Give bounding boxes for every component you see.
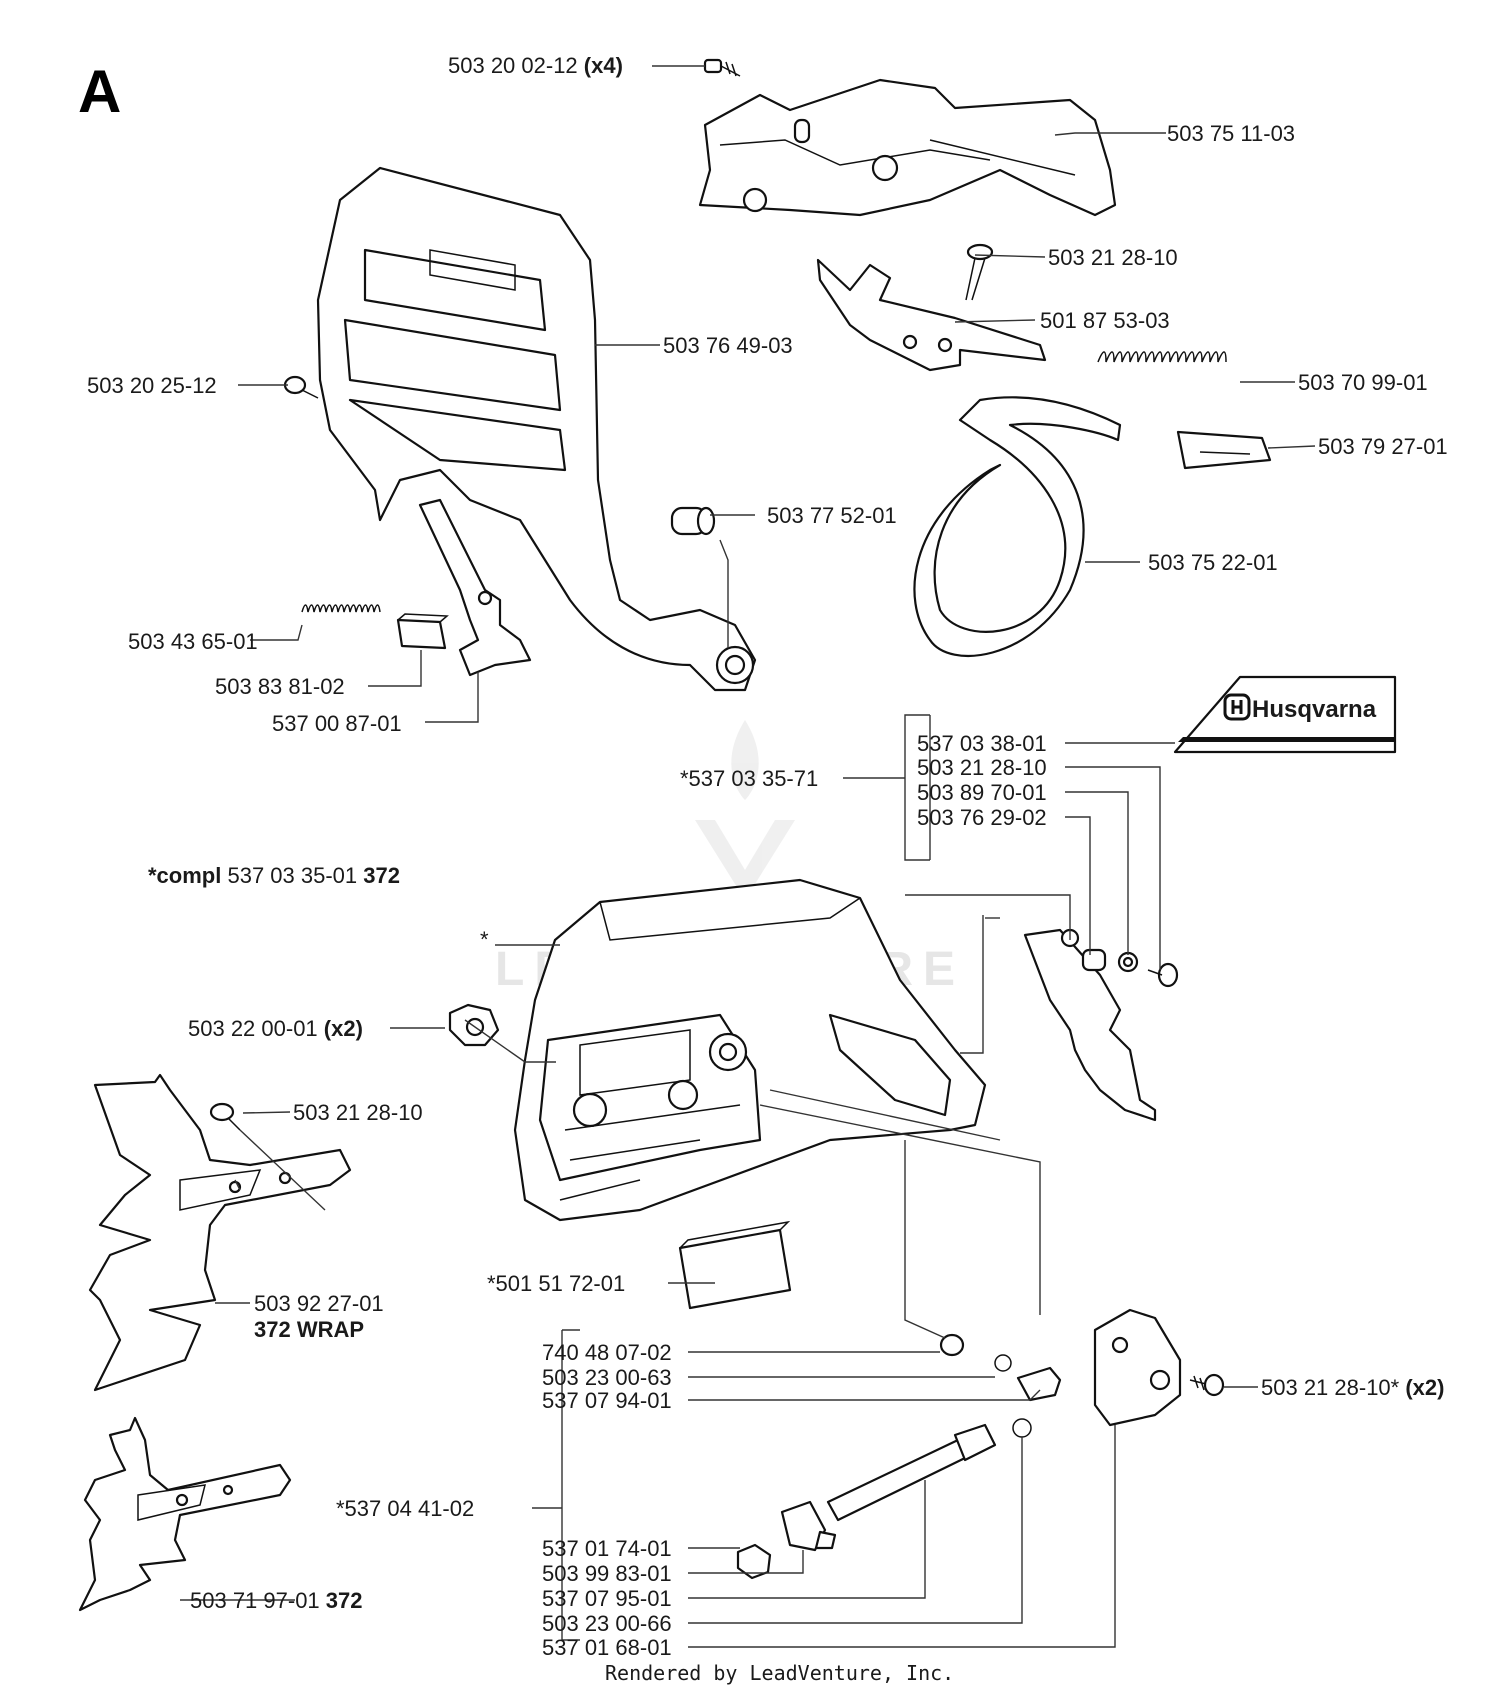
callout-537-03-35-71: *537 03 35-71 xyxy=(680,766,818,791)
callout-compl-537-03-35-01: *compl 537 03 35-01 372 xyxy=(148,863,400,888)
brake-band-503-75-22-01[interactable] xyxy=(913,396,1122,658)
callout-503-22-00-01: 503 22 00-01 (x2) xyxy=(188,1016,363,1041)
callout-503-75-22-01: 503 75 22-01 xyxy=(1148,550,1278,575)
screw-503-21-28-10-top[interactable] xyxy=(965,243,994,301)
spring-503-43-65-01[interactable] xyxy=(301,604,381,613)
callout-503-79-27-01: 503 79 27-01 xyxy=(1318,434,1448,459)
callout-503-89-70-01: 503 89 70-01 xyxy=(917,780,1047,805)
callout-503-21-28-10-star: 503 21 28-10* (x2) xyxy=(1261,1375,1444,1400)
callout-503-20-25-12: 503 20 25-12 xyxy=(87,373,217,398)
callout-503-70-99-01: 503 70 99-01 xyxy=(1298,370,1428,395)
clutch-cover-537-03-35-71[interactable] xyxy=(513,878,987,1222)
callout-503-83-81-02: 503 83 81-02 xyxy=(215,674,345,699)
callout-503-21-28-10-b: 503 21 28-10 xyxy=(917,755,1047,780)
tensioner-plate-537-01-68-01[interactable] xyxy=(1093,1308,1182,1427)
callout-503-76-29-02: 503 76 29-02 xyxy=(917,805,1047,830)
block-503-83-81-02[interactable] xyxy=(396,613,449,650)
callout-503-43-65-01: 503 43 65-01 xyxy=(128,629,258,654)
section-letter: A xyxy=(78,58,121,125)
washer-740-48-07-02[interactable] xyxy=(939,1333,965,1357)
bumper-spike-503-71-97-01[interactable] xyxy=(78,1416,292,1612)
plate-503-79-27-01[interactable] xyxy=(1176,430,1272,470)
callout-503-99-83-01: 503 99 83-01 xyxy=(542,1561,672,1586)
callout-537-03-38-01: 537 03 38-01 xyxy=(917,731,1047,756)
gear-537-07-94-01[interactable] xyxy=(1016,1366,1062,1402)
callout-503-75-11-03: 503 75 11-03 xyxy=(1167,121,1295,146)
nut-537-01-74-01[interactable] xyxy=(736,1543,772,1580)
callout-537-01-74-01: 537 01 74-01 xyxy=(542,1536,672,1561)
callout-740-48-07-02: 740 48 07-02 xyxy=(542,1340,672,1365)
nut-503-22-00-01[interactable] xyxy=(448,1003,500,1047)
screw-503-20-02-12[interactable] xyxy=(703,58,741,77)
spring-503-70-99-01[interactable] xyxy=(1097,351,1227,363)
screw-537-07-95-01[interactable] xyxy=(826,1423,997,1522)
ring-503-23-00-66[interactable] xyxy=(1012,1418,1032,1438)
callout-372-wrap: 372 WRAP xyxy=(254,1317,364,1342)
lever-537-00-87-01[interactable] xyxy=(418,498,532,677)
callout-503-76-49-03: 503 76 49-03 xyxy=(663,333,793,358)
husqvarna-decal-537-03-38-01[interactable]: Husqvarna xyxy=(1173,675,1397,754)
stud-set[interactable] xyxy=(1081,948,1179,988)
callout-501-51-72-01: *501 51 72-01 xyxy=(487,1271,625,1296)
callout-503-77-52-01: 503 77 52-01 xyxy=(767,503,897,528)
screw-503-20-25-12[interactable] xyxy=(283,375,319,399)
callout-537-01-68-01: 537 01 68-01 xyxy=(542,1635,672,1660)
bushing-503-77-52-01[interactable] xyxy=(670,506,716,536)
block-503-99-83-01[interactable] xyxy=(780,1500,837,1552)
callout-537-00-87-01: 537 00 87-01 xyxy=(272,711,402,736)
hand-guard-503-76-49-03[interactable] xyxy=(316,166,757,692)
screw-503-21-28-10-tensioner[interactable] xyxy=(1189,1373,1225,1397)
callout-501-87-53-03: 501 87 53-03 xyxy=(1040,308,1170,333)
callout-503-21-28-10-a: 503 21 28-10 xyxy=(1048,245,1178,270)
brake-lever-501-87-53-03[interactable] xyxy=(816,258,1047,372)
leader-lines xyxy=(180,65,1316,1648)
callout-537-07-95-01: 537 07 95-01 xyxy=(542,1586,672,1611)
callout-537-04-41-02: *537 04 41-02 xyxy=(336,1496,474,1521)
brand-label: Husqvarna xyxy=(1252,696,1377,723)
ring-503-23-00-63[interactable] xyxy=(994,1354,1012,1372)
husqvarna-logo-icon xyxy=(1223,693,1251,721)
footer-credit: Rendered by LeadVenture, Inc. xyxy=(605,1661,954,1685)
callout-503-23-00-66: 503 23 00-66 xyxy=(542,1611,672,1636)
callout-503-21-28-10-c: 503 21 28-10 xyxy=(293,1100,423,1125)
callout-503-71-97-01: 503 71 97-01 372 xyxy=(190,1588,363,1613)
callout-503-20-02-12: 503 20 02-12 (x4) xyxy=(448,53,623,78)
callout-537-07-94-01: 537 07 94-01 xyxy=(542,1388,672,1413)
callout-503-23-00-63: 503 23 00-63 xyxy=(542,1365,672,1390)
callout-503-92-27-01: 503 92 27-01 xyxy=(254,1291,384,1316)
screw-503-21-28-10-left[interactable] xyxy=(209,1102,241,1131)
callout-asterisk: * xyxy=(480,927,489,952)
brake-shield-plate[interactable] xyxy=(698,78,1117,217)
insert-501-51-72-01[interactable] xyxy=(678,1220,792,1310)
